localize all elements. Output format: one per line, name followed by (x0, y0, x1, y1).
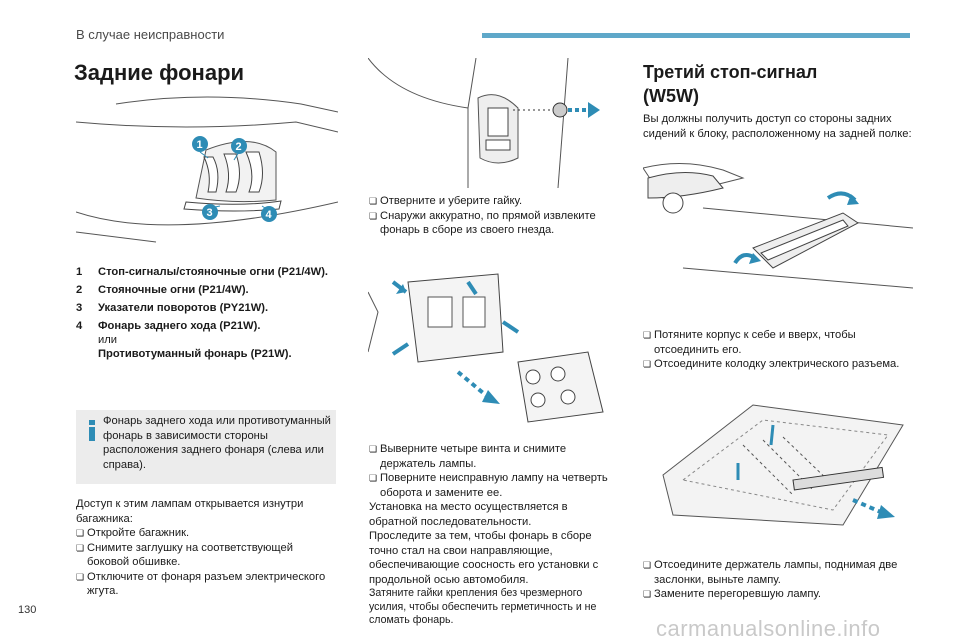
page-number: 130 (18, 604, 37, 616)
svg-text:2: 2 (236, 141, 242, 153)
bullet-icon: ❏ (76, 542, 85, 553)
step-item: ❏Отключите от фонаря разъем электрическо… (76, 570, 326, 598)
bullet-icon: ❏ (76, 571, 85, 582)
tightening-note: Затяните гайки крепления без чрезмерного… (369, 587, 597, 626)
alignment-note: Проследите за тем, чтобы фонарь в сборе … (369, 530, 599, 586)
bullet-icon: ❏ (76, 528, 85, 538)
access-intro: багажника: (76, 512, 133, 525)
svg-text:1: 1 (197, 139, 203, 151)
third-brake-removal-steps: ❏Потяните корпус к себе и вверх, чтобы о… (643, 328, 913, 372)
bullet-icon: ❏ (643, 330, 652, 340)
step-item: ❏Снимите заглушку на соответствующей бок… (76, 541, 293, 569)
callout-2: 2 (231, 138, 247, 154)
header-accent-bar (482, 33, 910, 38)
svg-text:3: 3 (207, 207, 213, 219)
third-brake-light-illustration (643, 158, 913, 318)
info-text: Фонарь заднего хода или противотуманный … (103, 415, 331, 471)
step-item: ❏Снаружи аккуратно, по прямой извлеките … (369, 209, 596, 237)
callout-3: 3 (202, 204, 218, 220)
callout-1: 1 (192, 136, 208, 152)
bulb-holder-strip-illustration (643, 385, 913, 550)
section-title: Третий стоп-сигнал (W5W) (643, 62, 818, 106)
callout-4: 4 (261, 206, 277, 222)
bulb-change-steps: ❏Отсоедините держатель лампы, поднимая д… (643, 558, 913, 602)
watermark: carmanualsonline.info (656, 616, 881, 641)
step-item: ❏Поверните неисправную лампу на четверть… (369, 472, 608, 499)
bulb-holder-illustration (368, 262, 618, 432)
step-item: ❏Потяните корпус к себе и вверх, чтобы о… (643, 329, 856, 356)
bullet-icon: ❏ (369, 444, 378, 454)
step-item: ❏Откройте багажник. (76, 527, 190, 539)
step-item: ❏Отсоедините колодку электрического разъ… (643, 358, 900, 370)
access-instructions: Доступ к этим лампам открывается изнутри… (76, 497, 338, 599)
access-intro: Доступ к этим лампам открывается изнутри (76, 498, 304, 510)
section-header: В случае неисправности (76, 27, 225, 42)
step-item: ❏Отверните и уберите гайку. (369, 195, 523, 207)
bullet-icon: ❏ (369, 473, 378, 483)
reassembly-note: Установка на место осуществляется в обра… (369, 501, 568, 528)
bullet-icon: ❏ (369, 210, 378, 221)
step-item: ❏Отсоедините держатель лампы, поднимая д… (643, 559, 898, 586)
bullet-icon: ❏ (643, 359, 652, 369)
third-brake-intro: Вы должны получить доступ со стороны зад… (643, 113, 912, 140)
nut-removal-steps: ❏Отверните и уберите гайку. ❏Снаружи акк… (369, 194, 617, 238)
nut-removal-illustration (368, 58, 618, 188)
bulb-replacement-steps: ❏Выверните четыре винта и снимите держат… (369, 442, 619, 628)
bullet-icon: ❏ (643, 560, 652, 570)
info-icon (85, 420, 99, 442)
info-box (76, 410, 336, 484)
svg-text:4: 4 (266, 209, 273, 221)
bullet-icon: ❏ (643, 589, 652, 599)
bullet-icon: ❏ (369, 196, 378, 206)
step-item: ❏Выверните четыре винта и снимите держат… (369, 443, 567, 470)
step-item: ❏Замените перегоревшую лампу. (643, 588, 821, 600)
page-title: Задние фонари (74, 60, 245, 85)
tail-lamp-illustration: 1 2 3 4 (76, 92, 338, 247)
